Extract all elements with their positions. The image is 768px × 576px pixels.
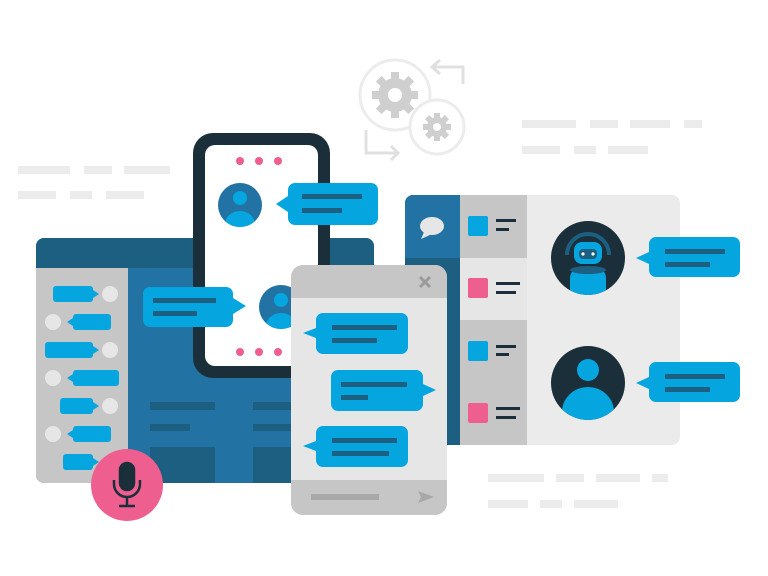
microphone-icon xyxy=(112,461,142,508)
sidebar-chat-list xyxy=(45,286,119,470)
message-input[interactable] xyxy=(311,494,379,500)
chat-bubble xyxy=(303,426,408,467)
decorative-lines-left xyxy=(18,166,170,199)
chat-bubble xyxy=(276,183,378,225)
refresh-arrows-icon xyxy=(364,58,465,162)
chat-header xyxy=(291,265,447,298)
close-icon[interactable] xyxy=(418,275,432,289)
chat-window xyxy=(291,265,447,515)
chat-bubble xyxy=(331,370,436,411)
agent-console-window xyxy=(405,195,680,445)
chat-bubble-icon xyxy=(420,217,444,239)
gear-icon xyxy=(358,58,432,132)
send-icon[interactable] xyxy=(418,491,434,503)
user-avatar-icon xyxy=(551,346,625,420)
chat-bubble xyxy=(143,287,246,327)
gear-icon xyxy=(408,98,466,156)
decorative-lines-bottom-right xyxy=(488,474,668,508)
chat-bubble xyxy=(636,362,740,402)
typing-dots-bottom xyxy=(236,348,282,356)
conversation-list xyxy=(468,216,520,423)
chat-bubble xyxy=(636,237,740,277)
user-avatar-icon xyxy=(218,183,262,227)
content-lines xyxy=(150,402,313,483)
typing-dots-top xyxy=(236,157,282,165)
decorative-lines-top-right xyxy=(522,120,702,154)
microphone-button[interactable] xyxy=(91,449,163,521)
chat-bubble xyxy=(303,313,408,354)
